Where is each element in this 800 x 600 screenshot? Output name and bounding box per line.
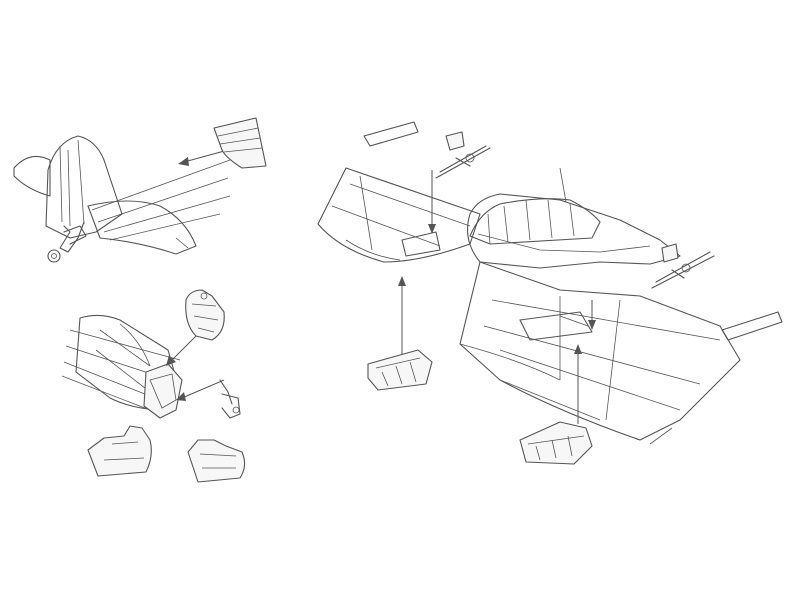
tail-section-view [13, 117, 267, 263]
wheel-well-opening-right [519, 311, 593, 341]
seat-part [185, 289, 225, 341]
canopy [469, 198, 601, 245]
wheel-bay-insert-left [367, 349, 433, 391]
control-stick-part [219, 379, 241, 419]
aircraft-main-view [317, 121, 783, 465]
cockpit-section-view [61, 289, 246, 483]
tail-insert-part [213, 117, 267, 169]
gun-barrel-part-left [435, 145, 491, 179]
panel-cover-part-left [87, 425, 152, 477]
cockpit-tub-part [143, 363, 183, 419]
gun-mount-part-right [661, 243, 679, 263]
wheel-well-opening-left [401, 231, 441, 257]
panel-cover-part-right [187, 439, 246, 483]
panel-strip-top [363, 121, 419, 147]
panel-strip-right [721, 311, 783, 341]
gun-mount-part-left [445, 131, 465, 151]
gun-barrel-part-right [651, 251, 715, 289]
